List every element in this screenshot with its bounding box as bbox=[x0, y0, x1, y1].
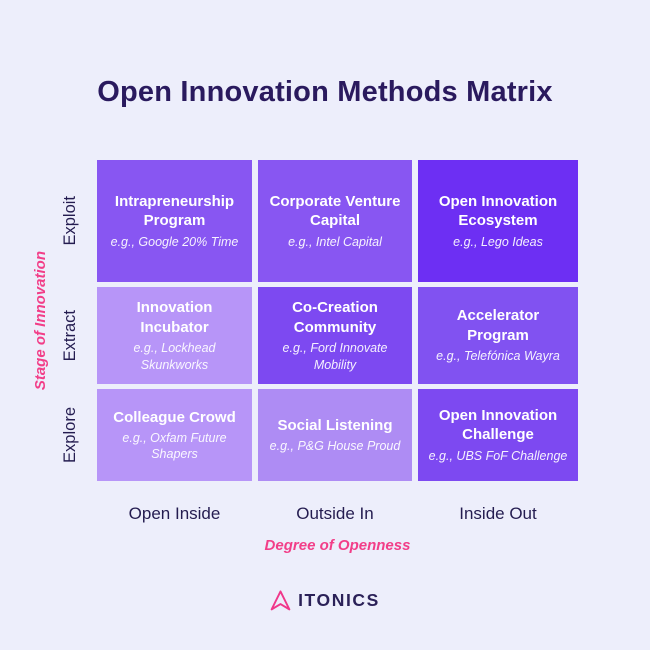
matrix-cell-explore-open-inside: Colleague Crowd e.g., Oxfam Future Shape… bbox=[97, 389, 252, 481]
page-title: Open Innovation Methods Matrix bbox=[97, 76, 553, 108]
method-example: e.g., Oxfam Future Shapers bbox=[122, 431, 227, 462]
method-title: Innovation Incubator bbox=[136, 299, 213, 336]
y-tick-exploit: Exploit bbox=[58, 160, 82, 282]
y-axis-title-label: Stage of Innovation bbox=[31, 250, 49, 391]
x-tick-outside-in: Outside In bbox=[296, 504, 374, 523]
method-title: Colleague Crowd bbox=[113, 408, 236, 426]
method-example: e.g., Telefónica Wayra bbox=[436, 349, 560, 364]
matrix-cell-exploit-open-inside: Intrapreneurship Program e.g., Google 20… bbox=[97, 160, 252, 282]
y-tick-label: Explore bbox=[60, 407, 79, 463]
methods-matrix: Intrapreneurship Program e.g., Google 20… bbox=[97, 160, 578, 481]
method-example: e.g., Ford Innovate Mobility bbox=[282, 341, 388, 372]
y-tick-label: Exploit bbox=[60, 196, 79, 246]
itonics-wordmark: ITONICS bbox=[298, 590, 380, 610]
matrix-cell-explore-outside-in: Social Listening e.g., P&G House Proud bbox=[258, 389, 412, 481]
method-title: Open Innovation Challenge bbox=[438, 406, 558, 444]
matrix-cell-explore-inside-out: Open Innovation Challenge e.g., UBS FoF … bbox=[418, 389, 578, 481]
x-tick-inside-out: Inside Out bbox=[459, 504, 537, 523]
method-title: Accelerator Program bbox=[456, 307, 540, 344]
matrix-cell-exploit-outside-in: Corporate Venture Capital e.g., Intel Ca… bbox=[258, 160, 412, 282]
method-example: e.g., Intel Capital bbox=[288, 234, 382, 249]
method-title: Corporate Venture Capital bbox=[269, 192, 401, 230]
method-example: e.g., UBS FoF Challenge bbox=[428, 448, 568, 463]
matrix-cell-extract-inside-out: Accelerator Program e.g., Telefónica Way… bbox=[418, 287, 578, 384]
method-example: e.g., Lockhead Skunkworks bbox=[133, 341, 216, 372]
y-tick-extract: Extract bbox=[58, 287, 82, 384]
y-tick-label: Extract bbox=[60, 309, 79, 362]
y-tick-explore: Explore bbox=[58, 389, 82, 481]
y-axis-title: Stage of Innovation bbox=[28, 160, 52, 481]
method-title: Intrapreneurship Program bbox=[114, 192, 235, 230]
itonics-arrow-icon bbox=[270, 589, 291, 612]
matrix-cell-extract-open-inside: Innovation Incubator e.g., Lockhead Skun… bbox=[97, 287, 252, 384]
method-title: Open Innovation Ecosystem bbox=[438, 192, 558, 230]
method-example: e.g., P&G House Proud bbox=[269, 439, 401, 454]
itonics-logo: ITONICS bbox=[0, 589, 650, 612]
method-example: e.g., Google 20% Time bbox=[110, 234, 239, 249]
method-example: e.g., Lego Ideas bbox=[453, 234, 543, 249]
method-title: Co-Creation Community bbox=[292, 299, 378, 336]
x-tick-open-inside: Open Inside bbox=[128, 504, 221, 523]
matrix-cell-exploit-inside-out: Open Innovation Ecosystem e.g., Lego Ide… bbox=[418, 160, 578, 282]
x-axis-title: Degree of Openness bbox=[264, 537, 411, 554]
matrix-cell-extract-outside-in: Co-Creation Community e.g., Ford Innovat… bbox=[258, 287, 412, 384]
method-title: Social Listening bbox=[277, 416, 393, 434]
